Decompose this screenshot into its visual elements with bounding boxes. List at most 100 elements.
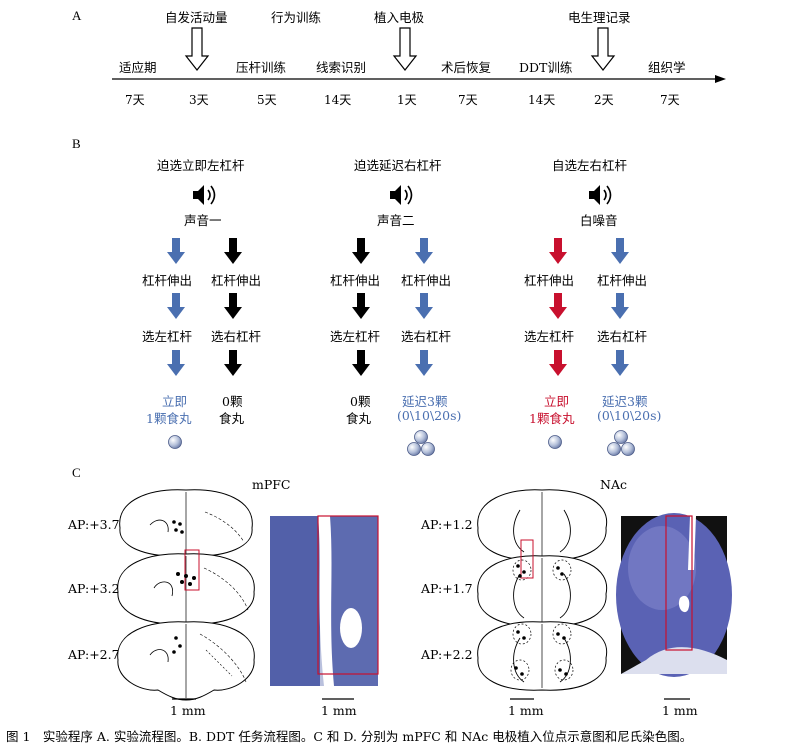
panel-label-c: C <box>72 465 81 480</box>
nac-electrode-outline <box>520 539 534 579</box>
timeline-day-8: 2天 <box>594 93 614 107</box>
pellet-icon <box>607 442 621 456</box>
down-arrow-icon <box>352 238 370 264</box>
down-arrow-icon <box>549 293 567 319</box>
histology-graphic <box>117 489 732 701</box>
sound-label-1: 声音一 <box>184 213 222 228</box>
mpfc-electrode-sites <box>172 520 196 654</box>
event-arrow-icon <box>590 27 616 71</box>
mpfc-brain-sections <box>117 489 255 701</box>
timeline-phase-6: 组织学 <box>648 60 686 75</box>
step-lever-extend: 杠杆伸出 <box>211 273 262 288</box>
timeline-top-label-2: 行为训练 <box>271 10 322 25</box>
speaker-icon <box>192 184 216 206</box>
task-column-3-title: 自选左右杠杆 <box>552 158 628 173</box>
figure-caption: 图 1 实验程序 A. 实验流程图。B. DDT 任务流程图。C 和 D. 分别… <box>6 729 693 744</box>
down-arrow-icon <box>167 350 185 376</box>
outcome-line-1: 延迟3颗 <box>402 394 448 409</box>
nac-ap-label: AP:+2.2 <box>421 647 473 662</box>
step-lever-choice: 选左杠杆 <box>330 329 381 344</box>
panel-label-b: B <box>72 136 81 151</box>
timeline-top-label-4: 电生理记录 <box>568 10 631 25</box>
timeline-day-5: 1天 <box>397 93 417 107</box>
outcome-line-1: 立即 <box>544 394 570 409</box>
timeline-phase-5: DDT训练 <box>519 60 573 75</box>
down-arrow-icon <box>352 350 370 376</box>
speaker-icon <box>588 184 612 206</box>
task-column-1-title: 迫选立即左杠杆 <box>157 158 245 173</box>
timeline-phase-3: 线索识别 <box>316 60 367 75</box>
outcome-line-2: (0\10\20s) <box>597 408 662 423</box>
step-lever-extend: 杠杆伸出 <box>142 273 193 288</box>
timeline-graphic <box>112 27 726 83</box>
scale-bar-label: 1 mm <box>662 703 698 718</box>
step-lever-extend: 杠杆伸出 <box>401 273 452 288</box>
down-arrow-icon <box>611 350 629 376</box>
outcome-line-1: 延迟3颗 <box>602 394 648 409</box>
timeline-phase-2: 压杆训练 <box>236 60 287 75</box>
step-lever-choice: 选左杠杆 <box>142 329 193 344</box>
scale-bar-label: 1 mm <box>321 703 357 718</box>
down-arrow-icon <box>415 350 433 376</box>
step-lever-extend: 杠杆伸出 <box>524 273 575 288</box>
down-arrow-icon <box>415 293 433 319</box>
pellet-icon <box>548 435 562 449</box>
nac-ap-label: AP:+1.7 <box>421 581 473 596</box>
food-pellets <box>168 430 635 456</box>
down-arrow-icon <box>415 238 433 264</box>
pellet-icon <box>414 430 428 444</box>
column-2-arrows <box>352 238 433 376</box>
column-3-arrows <box>549 238 629 376</box>
pellet-icon <box>614 430 628 444</box>
outcome-line-1: 0颗 <box>350 394 371 409</box>
down-arrow-icon <box>352 293 370 319</box>
outcome-line-1: 立即 <box>162 394 188 409</box>
outcome-line-2: 食丸 <box>219 411 245 426</box>
pellet-icon <box>407 442 421 456</box>
mpfc-track-outline <box>317 515 379 675</box>
event-arrow-icon <box>392 27 418 71</box>
column-1-arrows <box>167 238 242 376</box>
step-lever-choice: 选右杠杆 <box>401 329 452 344</box>
down-arrow-icon <box>549 238 567 264</box>
scale-bar-label: 1 mm <box>508 703 544 718</box>
timeline-day-9: 7天 <box>660 93 680 107</box>
nac-title: NAc <box>600 477 627 492</box>
timeline-day-6: 7天 <box>458 93 478 107</box>
nac-region-outlines <box>510 559 574 681</box>
sound-label-3: 白噪音 <box>580 213 618 228</box>
outcome-line-2: 1颗食丸 <box>529 411 575 426</box>
panel-label-a: A <box>72 8 82 23</box>
scale-bar-label: 1 mm <box>170 703 206 718</box>
timeline-top-label-3: 植入电极 <box>374 10 425 25</box>
outcome-line-2: 食丸 <box>346 411 372 426</box>
down-arrow-icon <box>167 238 185 264</box>
outcome-line-1: 0颗 <box>222 394 243 409</box>
down-arrow-icon <box>224 350 242 376</box>
down-arrow-icon <box>611 293 629 319</box>
nac-ap-label: AP:+1.2 <box>421 517 473 532</box>
timeline-top-label-1: 自发活动量 <box>165 10 228 25</box>
step-lever-extend: 杠杆伸出 <box>597 273 648 288</box>
nac-track-outline <box>665 515 693 651</box>
down-arrow-icon <box>167 293 185 319</box>
pellet-icon <box>421 442 435 456</box>
mpfc-title: mPFC <box>252 477 291 492</box>
mpfc-ap-label: AP:+3.2 <box>68 581 120 596</box>
mpfc-electrode-outline <box>184 549 200 591</box>
timeline-arrowhead-icon <box>715 75 726 83</box>
mpfc-ap-label: AP:+3.7 <box>68 517 120 532</box>
pellet-icon <box>168 435 182 449</box>
timeline-day-1: 7天 <box>125 93 145 107</box>
step-lever-choice: 选左杠杆 <box>524 329 575 344</box>
pellet-icon <box>621 442 635 456</box>
event-arrow-icon <box>184 27 210 71</box>
down-arrow-icon <box>611 238 629 264</box>
speaker-icon <box>389 184 413 206</box>
timeline-hollow-arrows <box>184 27 616 71</box>
nac-electrode-sites <box>514 564 568 676</box>
timeline-phase-4: 术后恢复 <box>441 60 492 75</box>
step-lever-extend: 杠杆伸出 <box>330 273 381 288</box>
sound-label-2: 声音二 <box>377 213 415 228</box>
